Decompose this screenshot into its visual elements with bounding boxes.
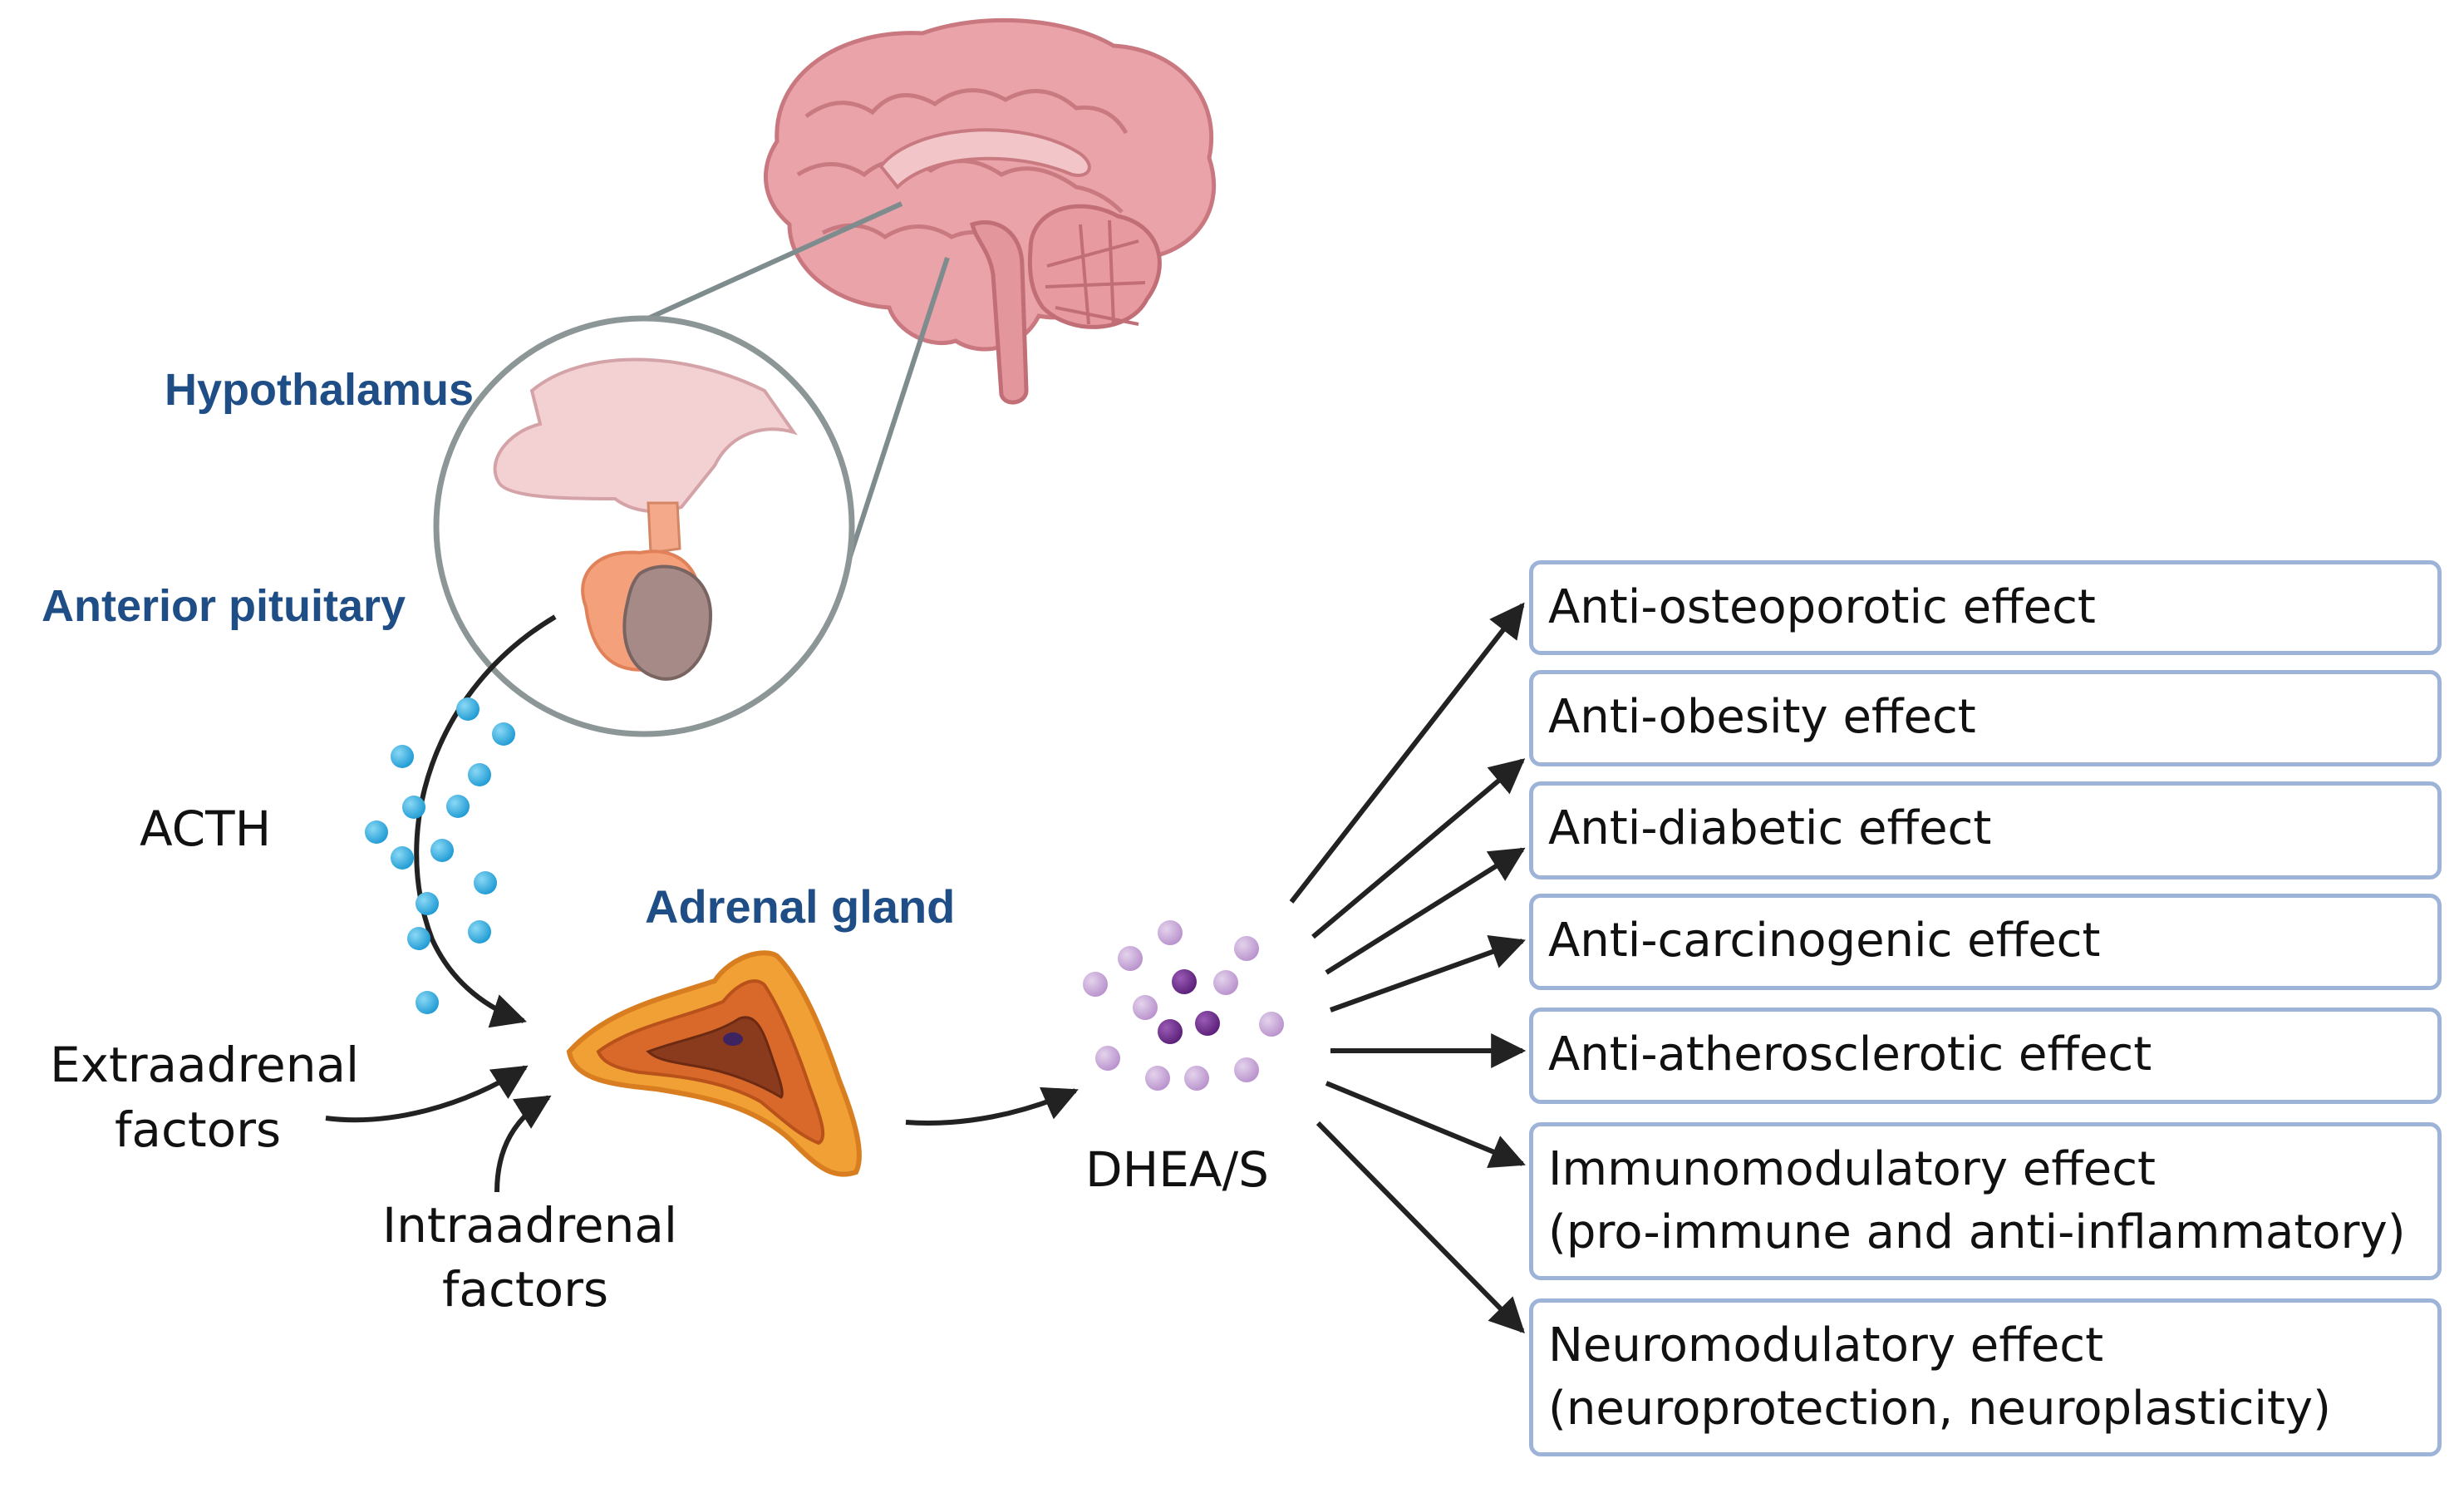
extraadrenal-label-line1: Extraadrenal <box>50 1037 360 1093</box>
effect-text: Anti-carcinogenic effect <box>1548 914 2101 968</box>
effect-box-anti-diabetic: Anti-diabetic effect <box>1529 781 2442 880</box>
hypothalamus-label: Hypothalamus <box>165 365 475 415</box>
dhea-production-arrow <box>905 1086 1079 1126</box>
effect-box-anti-carcinogenic: Anti-carcinogenic effect <box>1529 894 2442 990</box>
effect-text: Neuromodulatory effect <box>1548 1318 2104 1372</box>
acth-molecules <box>365 697 515 1014</box>
extraadrenal-label-line2: factors <box>115 1101 282 1158</box>
effect-text: Anti-obesity effect <box>1548 690 1976 744</box>
effect-text: Anti-osteoporotic effect <box>1548 580 2096 634</box>
effect-text: Anti-diabetic effect <box>1548 801 1992 855</box>
effect-box-anti-atherosclerotic: Anti-atherosclerotic effect <box>1529 1008 2442 1104</box>
effect-text: Immunomodulatory effect <box>1548 1142 2157 1196</box>
effect-arrows <box>1289 602 1527 1333</box>
adrenal-gland-label: Adrenal gland <box>645 880 956 933</box>
intraadrenal-label-line1: Intraadrenal <box>382 1197 678 1254</box>
extraadrenal-arrow <box>325 1065 529 1123</box>
effect-subtext: (pro-immune and anti-inflammatory) <box>1548 1205 2406 1259</box>
intraadrenal-label-line2: factors <box>442 1261 609 1318</box>
dhea-label: DHEA/S <box>1085 1141 1269 1198</box>
effect-box-anti-obesity: Anti-obesity effect <box>1529 670 2442 766</box>
dhea-molecules <box>1083 920 1284 1091</box>
effect-box-anti-osteoporotic: Anti-osteoporotic effect <box>1529 560 2442 655</box>
effect-subtext: (neuroprotection, neuroplasticity) <box>1548 1382 2331 1436</box>
acth-label: ACTH <box>140 801 272 857</box>
intraadrenal-arrow <box>494 1095 552 1193</box>
pituitary-zoom <box>433 315 855 737</box>
effect-text: Anti-atherosclerotic effect <box>1548 1027 2152 1082</box>
anterior-pituitary-label: Anterior pituitary <box>42 581 406 631</box>
effect-box-neuromodulatory: Neuromodulatory effect (neuroprotection,… <box>1529 1298 2442 1456</box>
acth-arrow <box>414 614 557 1028</box>
adrenal-gland-illustration <box>566 950 862 1177</box>
brain-illustration <box>764 17 1217 405</box>
effect-box-immunomodulatory: Immunomodulatory effect (pro-immune and … <box>1529 1122 2442 1280</box>
